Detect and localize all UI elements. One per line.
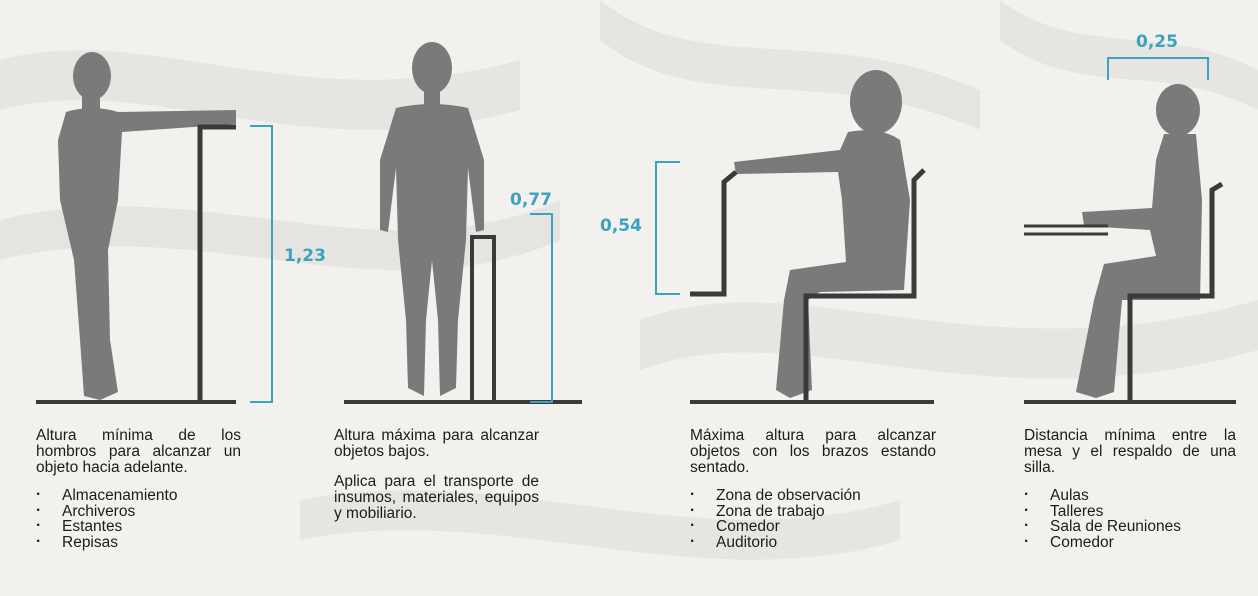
panel-3-use-list: Zona de observación Zona de trabajo Come… bbox=[690, 487, 936, 551]
dimension-bracket bbox=[530, 213, 553, 403]
dimension-label-1: 1,23 bbox=[284, 246, 326, 266]
panel-2-extra-note: Aplica para el transporte de insumos, ma… bbox=[334, 473, 539, 522]
dimension-label-2: 0,77 bbox=[510, 190, 552, 210]
dimension-label-3: 0,54 bbox=[600, 216, 642, 236]
chair bbox=[690, 168, 926, 402]
panel-1-illustration bbox=[36, 52, 273, 404]
standing-figure bbox=[380, 42, 484, 396]
table-top bbox=[1024, 224, 1108, 236]
dimension-bracket bbox=[1107, 57, 1209, 80]
list-item: Estantes bbox=[36, 518, 241, 535]
panel-2-illustration bbox=[344, 42, 582, 404]
seated-reaching-figure bbox=[734, 70, 910, 398]
panel-3-caption: Máxima altura para alcanzar objetos con … bbox=[690, 428, 936, 550]
dimension-bracket bbox=[655, 161, 680, 295]
panel-2-description: Altura máxima para alcanzar objetos bajo… bbox=[334, 427, 539, 460]
panel-3-illustration bbox=[655, 70, 934, 404]
panel-1-caption: Altura mínima de los hombros para alcanz… bbox=[36, 428, 241, 550]
panel-1-description: Altura mínima de los hombros para alcanz… bbox=[36, 427, 241, 476]
list-item: Comedor bbox=[690, 518, 936, 535]
list-item: Zona de trabajo bbox=[690, 503, 936, 520]
panel-1-use-list: Almacenamiento Archiveros Estantes Repis… bbox=[36, 487, 241, 551]
list-item: Aulas bbox=[1024, 487, 1236, 504]
seated-table-figure bbox=[1076, 84, 1202, 398]
list-item: Sala de Reuniones bbox=[1024, 518, 1236, 535]
panel-2-caption: Altura máxima para alcanzar objetos bajo… bbox=[334, 428, 539, 522]
list-item: Auditorio bbox=[690, 534, 936, 551]
dimension-label-4: 0,25 bbox=[1136, 32, 1178, 52]
shelf-post bbox=[197, 124, 236, 402]
list-item: Repisas bbox=[36, 534, 241, 551]
dimension-bracket bbox=[250, 125, 273, 403]
panel-4-description: Distancia mínima entre la mesa y el resp… bbox=[1024, 427, 1236, 476]
standing-reaching-figure bbox=[58, 52, 236, 400]
panel-3-description: Máxima altura para alcanzar objetos con … bbox=[690, 427, 936, 476]
list-item: Archiveros bbox=[36, 503, 241, 520]
list-item: Talleres bbox=[1024, 503, 1236, 520]
panel-4-illustration bbox=[1024, 57, 1236, 404]
panel-4-caption: Distancia mínima entre la mesa y el resp… bbox=[1024, 428, 1236, 550]
chair bbox=[1127, 181, 1224, 402]
low-object bbox=[470, 235, 496, 404]
list-item: Comedor bbox=[1024, 534, 1236, 551]
panel-4-use-list: Aulas Talleres Sala de Reuniones Comedor bbox=[1024, 487, 1236, 551]
list-item: Almacenamiento bbox=[36, 487, 241, 504]
list-item: Zona de observación bbox=[690, 487, 936, 504]
